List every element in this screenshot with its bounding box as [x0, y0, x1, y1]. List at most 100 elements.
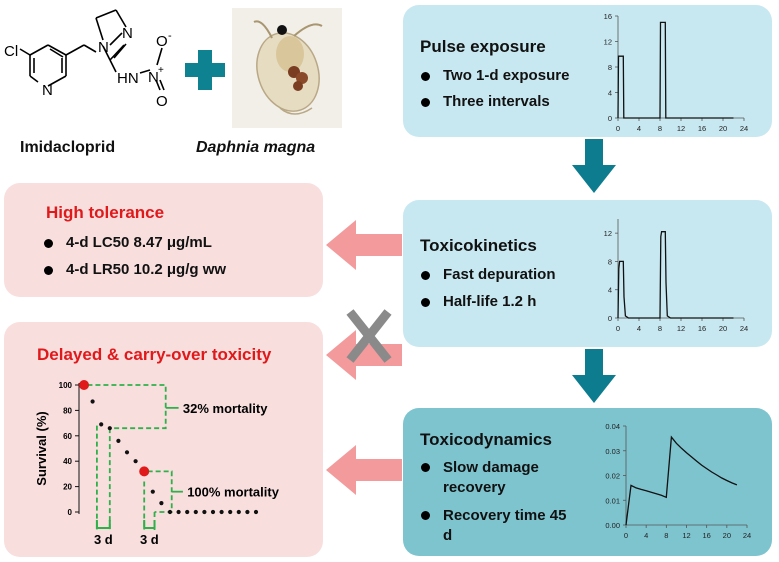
x-tick-label: 0	[616, 324, 620, 333]
down-arrow-2	[572, 349, 616, 403]
highlight-point	[79, 380, 89, 390]
pulse-bullet-2: Three intervals	[421, 93, 550, 110]
mortality-label-2: 100% mortality	[187, 485, 280, 500]
survival-point	[236, 509, 241, 515]
organism-label: Daphnia magna	[196, 139, 316, 156]
survival-point	[159, 501, 164, 506]
survival-point	[133, 459, 138, 464]
compound-label: Imidacloprid	[20, 139, 116, 156]
toxicokinetics-bullet-1: Fast depuration	[421, 266, 556, 283]
y-axis-label: Survival (%)	[34, 411, 49, 485]
toxicodynamics-bullet-2: Recovery time 45 d	[421, 506, 573, 546]
y-tick-label: 0.03	[605, 447, 620, 456]
imidacloprid-structure: Cl N N N HN N + O - O	[4, 9, 172, 110]
survival-point	[228, 509, 233, 515]
down-arrow-1	[572, 139, 616, 193]
survival-point	[185, 509, 190, 515]
x-tick-label: 8	[658, 324, 662, 333]
day-bracket	[95, 520, 111, 529]
x-tick-label: 12	[682, 531, 690, 540]
x-tick-label: 16	[698, 124, 706, 133]
left-arrow-1	[326, 220, 402, 270]
high-tolerance-bullet-1: 4-d LC50 8.47 μg/mL	[44, 234, 212, 251]
day-bracket-label: 3 d	[140, 532, 159, 547]
high-tolerance-title: High tolerance	[46, 203, 165, 222]
y-tick-label: 0.00	[605, 521, 620, 530]
y-tick-label: 60	[63, 432, 72, 441]
high-tolerance-panel: High tolerance 4-d LC50 8.47 μg/mL 4-d L…	[4, 183, 323, 297]
nitro-n-label: N	[148, 69, 159, 86]
y-tick-label: 0.01	[605, 496, 620, 505]
delayed-toxicity-panel: Delayed & carry-over toxicity	[4, 322, 323, 557]
left-arrow-2	[326, 330, 402, 380]
x-tick-label: 16	[698, 324, 706, 333]
survival-point	[116, 438, 121, 443]
x-tick-label: 20	[719, 124, 727, 133]
y-tick-label: 12	[604, 229, 612, 238]
series-line	[617, 21, 734, 119]
toxicodynamics-bullet-1: Slow damage recovery	[421, 458, 583, 498]
x-tick-label: 16	[702, 531, 710, 540]
y-tick-label: 0	[608, 114, 612, 123]
x-tick-label: 8	[664, 531, 668, 540]
x-tick-label: 0	[624, 531, 628, 540]
ring-n1-label: N	[98, 39, 109, 56]
survival-point	[150, 489, 155, 494]
survival-point	[253, 509, 259, 515]
nitro-o-label: O	[156, 93, 168, 110]
y-tick-label: 80	[63, 406, 72, 415]
y-tick-label: 0	[68, 508, 73, 517]
x-tick-label: 12	[677, 324, 685, 333]
y-tick-label: 0.02	[605, 472, 620, 481]
daphnia-photo	[232, 8, 342, 128]
survival-point	[176, 509, 181, 515]
x-tick-label: 20	[719, 324, 727, 333]
nitro-plus-label: +	[158, 65, 164, 76]
y-tick-label: 100	[59, 381, 73, 390]
x-tick-label: 4	[637, 124, 641, 133]
cl-label: Cl	[4, 43, 18, 60]
series-line	[617, 231, 734, 319]
ring-n2-label: N	[122, 25, 133, 42]
toxicokinetics-bullet-2: Half-life 1.2 h	[421, 293, 536, 310]
hn-label: HN	[117, 70, 139, 87]
toxicodynamics-panel: Toxicodynamics Slow damage recovery Reco…	[403, 408, 772, 556]
day-bracket	[143, 520, 156, 529]
y-tick-label: 0	[608, 314, 612, 323]
pulse-exposure-panel: Pulse exposure Two 1-d exposure Three in…	[403, 5, 772, 137]
x-tick-label: 4	[637, 324, 641, 333]
y-tick-label: 4	[608, 286, 612, 295]
y-tick-label: 4	[608, 89, 612, 98]
y-tick-label: 20	[63, 483, 72, 492]
x-tick-label: 24	[740, 124, 748, 133]
toxicodynamics-title: Toxicodynamics	[420, 430, 552, 449]
nitro-o-minus-label: O	[156, 33, 168, 50]
x-tick-label: 4	[644, 531, 648, 540]
survival-point	[193, 509, 198, 515]
y-tick-label: 40	[63, 457, 72, 466]
survival-point	[90, 399, 95, 404]
left-arrow-3	[326, 445, 402, 495]
pyridine-n-label: N	[42, 82, 53, 99]
survival-point	[107, 426, 112, 431]
highlight-point	[139, 466, 150, 477]
y-tick-label: 8	[608, 63, 612, 72]
y-tick-label: 12	[604, 38, 612, 47]
x-tick-label: 24	[743, 531, 751, 540]
pulse-exposure-title: Pulse exposure	[420, 37, 546, 56]
survival-point	[210, 509, 216, 515]
toxicokinetics-title: Toxicokinetics	[420, 236, 537, 255]
mortality-bracket-1	[87, 384, 167, 430]
x-tick-label: 0	[616, 124, 620, 133]
y-tick-label: 8	[608, 257, 612, 266]
toxicokinetics-panel: Toxicokinetics Fast depuration Half-life…	[403, 200, 772, 347]
series-line	[625, 435, 738, 526]
x-tick-label: 8	[658, 124, 662, 133]
survival-point	[245, 509, 250, 515]
day-bracket-label: 3 d	[94, 532, 113, 547]
x-tick-label: 20	[723, 531, 731, 540]
